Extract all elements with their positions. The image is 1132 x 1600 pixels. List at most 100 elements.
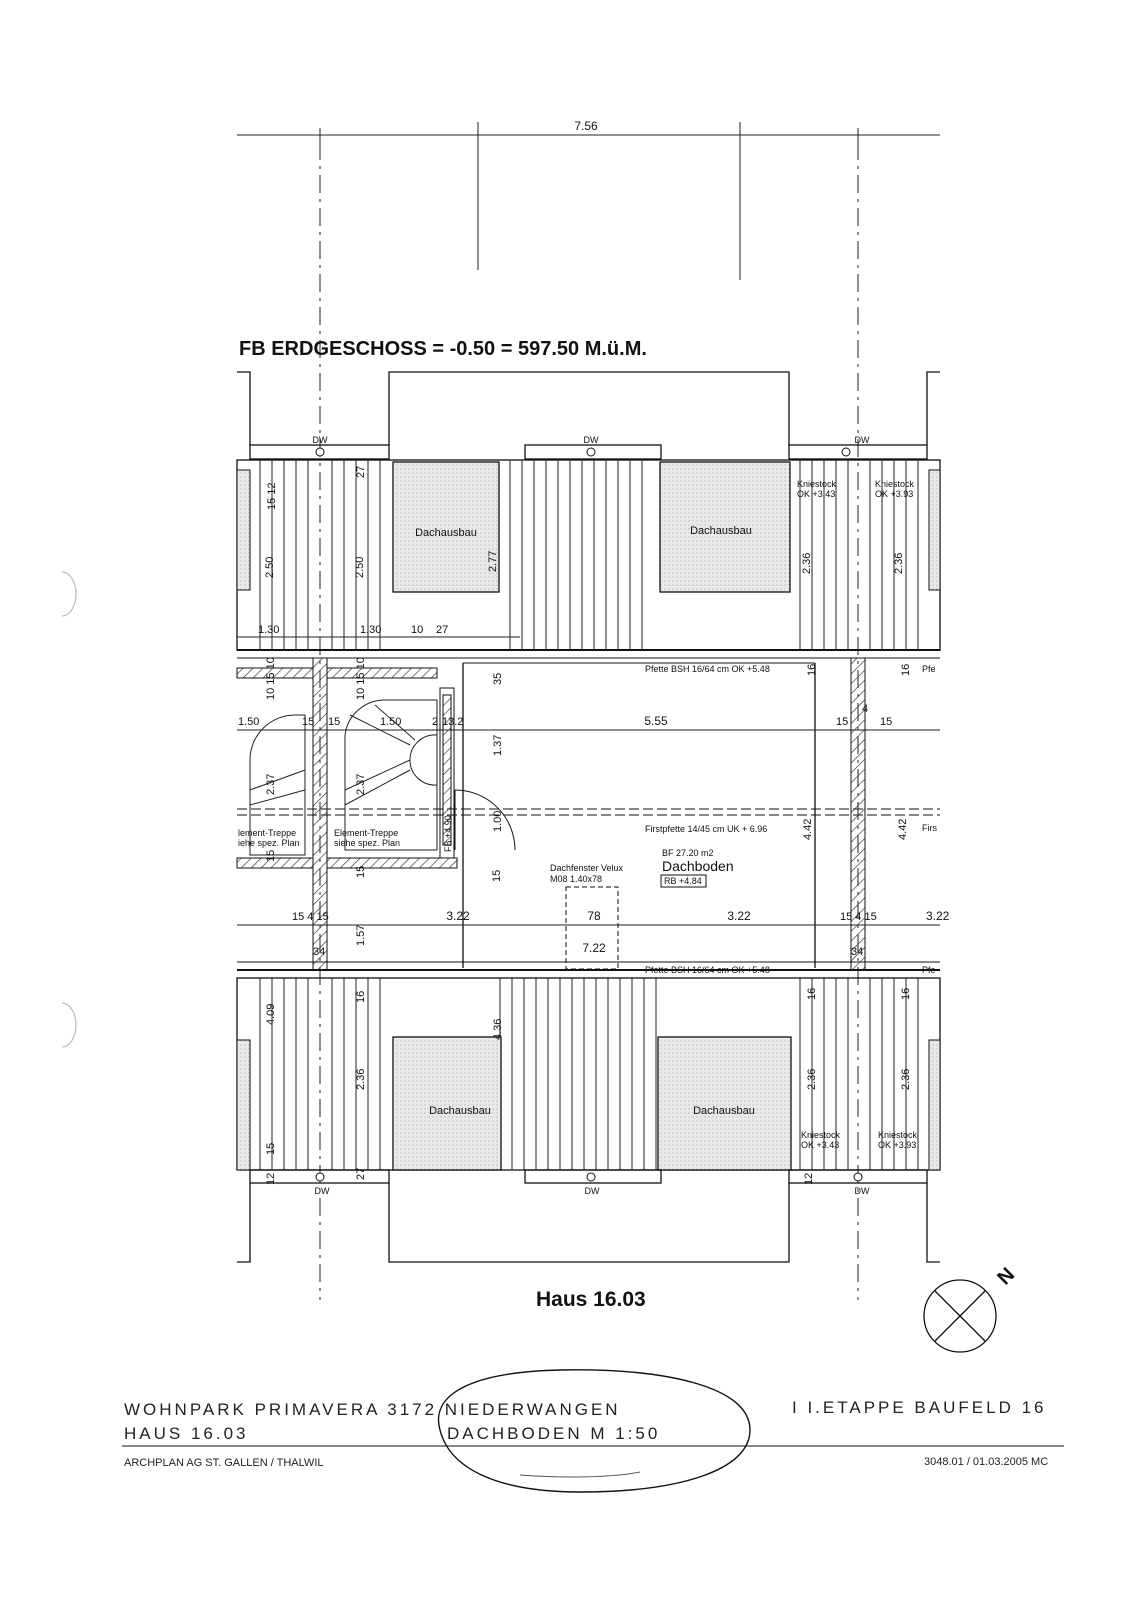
dim: 34	[851, 946, 863, 958]
purlin-label: Pfe	[922, 965, 936, 975]
punch-hole-mark	[61, 571, 77, 617]
dim: 16	[900, 988, 912, 1000]
dormer-label: Dachausbau	[693, 1105, 755, 1117]
dim: 1.00	[492, 811, 504, 832]
stair-label: siehe spez. Plan	[334, 838, 400, 848]
dim: 13.2	[442, 716, 463, 728]
dim: 1.57	[355, 925, 367, 946]
dim: 1.50	[238, 716, 259, 728]
dw-label: DW	[315, 1186, 330, 1196]
attic-room	[237, 662, 940, 971]
dw-label: DW	[855, 435, 870, 445]
dim: 1.50	[380, 716, 401, 728]
dim: 4.09	[265, 1004, 277, 1025]
dim: 15	[265, 850, 277, 862]
kniestock-level: OK +3.43	[797, 489, 835, 499]
dim: 2.37	[355, 774, 367, 795]
dim: 2.50	[354, 557, 366, 578]
dim: 15	[328, 716, 340, 728]
dim: 7.22	[582, 941, 606, 955]
stairs	[249, 699, 438, 856]
sheet-title: DACHBODEN M 1:50	[447, 1424, 661, 1443]
dim: 1.30	[258, 624, 279, 636]
punch-hole-mark	[61, 1002, 77, 1048]
dim: 15	[880, 716, 892, 728]
plan-reference: 3048.01 / 01.03.2005 MC	[924, 1456, 1049, 1468]
north-label: N	[993, 1264, 1019, 1290]
dim: 5.55	[644, 714, 668, 728]
dim: 2.50	[264, 557, 276, 578]
dim: 12	[265, 1173, 277, 1185]
project-stage: I I.ETAPPE BAUFELD 16	[792, 1398, 1047, 1417]
dim: 3.22	[926, 909, 950, 923]
room-name: Dachboden	[662, 858, 734, 874]
dim: 15	[355, 866, 367, 878]
ground-floor-level: FB ERDGESCHOSS = -0.50 = 597.50 M.ü.M.	[239, 338, 647, 360]
kniestock-label: Kniestock	[797, 479, 837, 489]
dim: 2.36	[900, 1069, 912, 1090]
dim: 15 4 15	[840, 911, 877, 923]
dim: 12	[803, 1173, 815, 1185]
dim: 2.36	[355, 1069, 367, 1090]
dormers-bottom	[236, 1036, 941, 1184]
dim: 10	[411, 624, 423, 636]
stair-label: lement-Treppe	[238, 828, 296, 838]
roof-window-label: Dachfenster Velux	[550, 863, 624, 873]
dim: 2.37	[265, 774, 277, 795]
dw-markers-bottom	[315, 1172, 863, 1182]
dim: 4	[862, 703, 868, 715]
dw-label: DW	[313, 435, 328, 445]
dim: 15	[302, 716, 314, 728]
kniestock-label: Kniestock	[878, 1130, 918, 1140]
kniestock-label: Kniestock	[875, 479, 915, 489]
dim: 4.42	[802, 819, 814, 840]
dim: 15	[491, 870, 503, 882]
ridge-purlin-label: Firs	[922, 823, 937, 833]
dim: 2.77	[487, 551, 499, 572]
hand-drawn-stroke	[519, 1471, 641, 1478]
dim: 2	[432, 716, 438, 728]
stair-label: Element-Treppe	[334, 828, 398, 838]
purlin-label: Pfe	[922, 664, 936, 674]
room-level: RB +4.84	[664, 876, 702, 886]
project-name: WOHNPARK PRIMAVERA 3172 NIEDERWANGEN	[124, 1400, 621, 1419]
house-title: Haus 16.03	[536, 1288, 646, 1311]
dim: 2.36	[806, 1069, 818, 1090]
dim: 3.22	[727, 909, 751, 923]
purlin-label: Pfette BSH 16/64 cm OK +5.48	[645, 965, 770, 975]
dim: 16	[900, 664, 912, 676]
hand-drawn-ellipse	[437, 1369, 751, 1493]
dormers-top	[236, 444, 941, 593]
kniestock-level: OK +3.93	[878, 1140, 916, 1150]
dim: 16	[355, 991, 367, 1003]
dim: 34	[313, 946, 325, 958]
roof-window-size: M08 1.40x78	[550, 874, 602, 884]
dim: 2.36	[801, 553, 813, 574]
dim: 1.37	[492, 735, 504, 756]
dim: 15	[265, 1143, 277, 1155]
dw-markers-top	[315, 447, 851, 457]
dormer-label: Dachausbau	[429, 1105, 491, 1117]
dim: 10 15 10	[355, 657, 367, 700]
dw-label: DW	[584, 435, 599, 445]
dim: 15 4 15	[292, 911, 329, 923]
top-dimension	[237, 122, 940, 280]
floor-level: FB +4.90	[443, 815, 453, 852]
kniestock-level: OK +3.43	[801, 1140, 839, 1150]
upper-rafter-band	[236, 459, 941, 659]
dim: 27	[355, 466, 367, 478]
architect-firm: ARCHPLAN AG ST. GALLEN / THALWIL	[124, 1457, 324, 1469]
room-level-box	[660, 874, 707, 888]
dim: 10 15 10	[265, 657, 277, 700]
dim: 35	[492, 673, 504, 685]
kniestock-label: Kniestock	[801, 1130, 841, 1140]
dim-top-total: 7.56	[574, 119, 598, 133]
stair-label: iehe spez. Plan	[238, 838, 300, 848]
dormer-label: Dachausbau	[415, 527, 477, 539]
kniestock-level: OK +3.93	[875, 489, 913, 499]
dim: 4.36	[492, 1019, 504, 1040]
dw-label: DW	[585, 1186, 600, 1196]
dim: 27	[355, 1168, 367, 1180]
dim: 27	[436, 624, 448, 636]
